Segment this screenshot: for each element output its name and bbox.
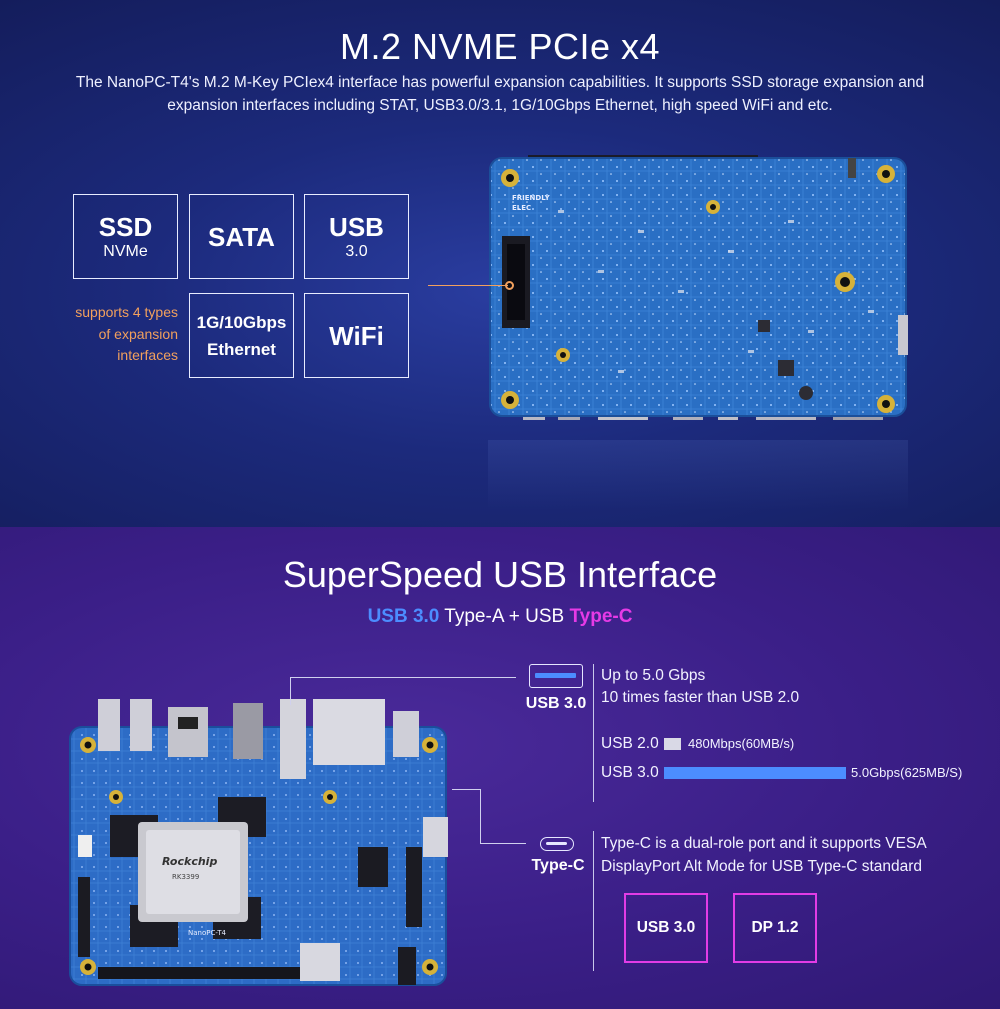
usb-subtitle: USB 3.0 Type-A + USB Type-C (0, 606, 1000, 628)
bar-usb20 (664, 738, 681, 750)
usb30-label: USB 3.0 (525, 695, 587, 712)
subtitle-typec: Type-C (569, 606, 633, 627)
typec-port-icon (540, 837, 574, 851)
board-name: NanoPC-T4 (188, 929, 227, 937)
usb-section: SuperSpeed USB Interface USB 3.0 Type-A … (0, 527, 1000, 1009)
bar-usb30 (664, 767, 846, 779)
pcie-title: M.2 NVME PCIe x4 (339, 26, 661, 67)
mode-usb30-box: USB 3.0 (624, 893, 708, 963)
typec-connector-line-1 (452, 789, 480, 790)
ethernet-label: Ethernet (207, 339, 276, 359)
usb30-connector-line (290, 677, 516, 678)
ssd-nvme-box: SSD NVMe (73, 194, 178, 279)
usb-label: USB (329, 211, 384, 242)
wifi-label: WiFi (329, 320, 384, 351)
divider-usb30 (593, 664, 594, 802)
board-silkscreen: FRIENDLY (512, 194, 551, 202)
speed-line-1: Up to 5.0 Gbps (601, 667, 706, 684)
typec-label: Type-C (531, 857, 585, 874)
usb-version-label: 3.0 (345, 242, 368, 260)
chip-model: RK3399 (172, 873, 199, 881)
wifi-box: WiFi (304, 293, 409, 378)
bar-label-usb20: USB 2.0 (601, 735, 659, 752)
typec-desc-line-2: DisplayPort Alt Mode for USB Type-C stan… (601, 858, 923, 875)
bar-value-usb20: 480Mbps(60MB/s) (688, 736, 795, 751)
typec-connector-line-3 (480, 843, 526, 844)
usb-port-icon (529, 664, 583, 688)
subtitle-mid: Type-A + USB (439, 606, 570, 627)
board-reflection (488, 440, 908, 510)
subtitle-usb30: USB 3.0 (367, 606, 440, 627)
pointer-dot (505, 281, 514, 290)
usb30-connector-line-v (290, 677, 291, 705)
supports-text: supports 4 types of expansion interfaces (75, 304, 178, 363)
board-back-illustration: FRIENDLY ELEC (489, 155, 908, 420)
svg-text:ELEC: ELEC (512, 204, 531, 212)
typec-desc-line-1: Type-C is a dual-role port and it suppor… (601, 835, 927, 852)
nvme-label: NVMe (103, 242, 148, 260)
board-front-illustration: Rockchip RK3399 NanoPC-T4 (69, 699, 448, 986)
ssd-label: SSD (98, 211, 153, 242)
sata-box: SATA (189, 194, 294, 279)
ethernet-speed-label: 1G/10Gbps (196, 312, 287, 332)
usb-title: SuperSpeed USB Interface (282, 554, 718, 595)
pointer-line (428, 285, 508, 286)
pcie-description: The NanoPC-T4's M.2 M-Key PCIex4 interfa… (75, 74, 925, 114)
bar-value-usb30: 5.0Gbps(625MB/S) (851, 765, 963, 780)
typec-connector-line-2 (480, 789, 481, 843)
ethernet-box: 1G/10Gbps Ethernet (189, 293, 294, 378)
sata-label: SATA (208, 221, 275, 252)
chip-label: Rockchip (162, 855, 217, 868)
bar-label-usb30: USB 3.0 (601, 764, 659, 781)
divider-typec (593, 831, 594, 971)
pcie-section: M.2 NVME PCIe x4 The NanoPC-T4's M.2 M-K… (0, 0, 1000, 527)
mode-dp12-box: DP 1.2 (733, 893, 817, 963)
speed-line-2: 10 times faster than USB 2.0 (601, 689, 800, 706)
usb30-box: USB 3.0 (304, 194, 409, 279)
